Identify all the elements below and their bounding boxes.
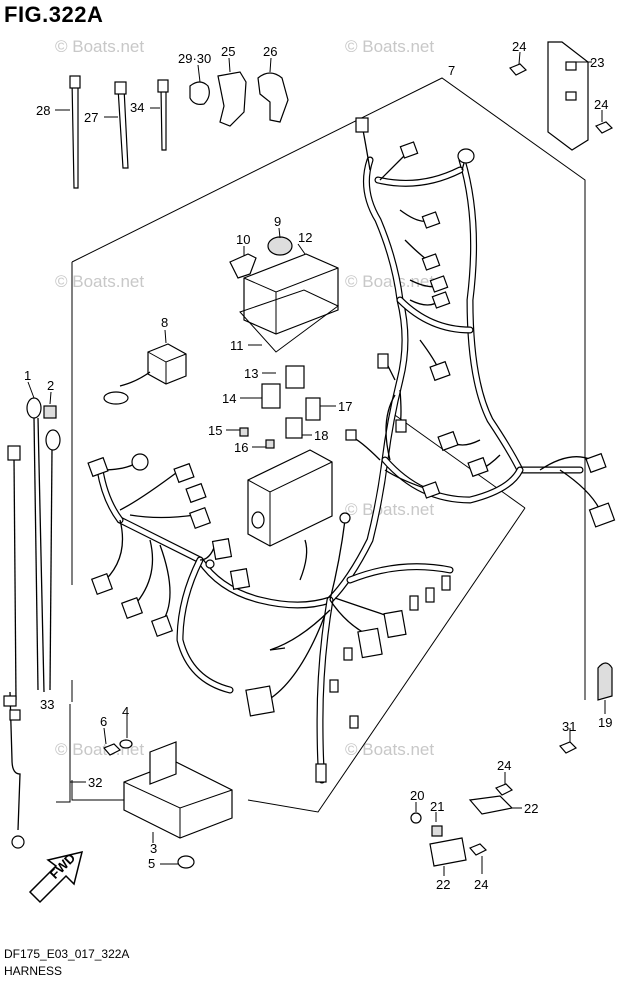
callout-25: 25 — [221, 44, 235, 59]
lower-right-parts — [410, 662, 613, 876]
callout-24b: 24 — [594, 97, 608, 112]
callout-20: 20 — [410, 788, 424, 803]
callout-24a: 24 — [512, 39, 526, 54]
cable-ties-and-clamps — [55, 57, 289, 189]
bracket-and-bolts — [508, 41, 614, 151]
callout-7: 7 — [448, 63, 455, 78]
callout-29-30: 29·30 — [178, 51, 211, 66]
battery-cables — [3, 381, 86, 849]
callout-16: 16 — [234, 440, 248, 455]
callout-32: 32 — [88, 775, 102, 790]
callout-14: 14 — [222, 391, 236, 406]
callout-17: 17 — [338, 399, 352, 414]
callout-22b: 22 — [436, 877, 450, 892]
assembly-box-outline — [71, 77, 586, 813]
callout-10: 10 — [236, 232, 250, 247]
diagram-code: DF175_E03_017_322A — [4, 947, 130, 961]
callout-4: 4 — [122, 704, 129, 719]
callout-11: 11 — [230, 338, 244, 353]
callout-27: 27 — [84, 110, 98, 125]
watermark: © Boats.net — [345, 740, 434, 759]
callout-23: 23 — [590, 55, 604, 70]
watermarks: © Boats.net © Boats.net © Boats.net © Bo… — [55, 37, 434, 759]
callout-31: 31 — [562, 719, 576, 734]
callout-18: 18 — [314, 428, 328, 443]
main-wire-harness — [96, 124, 601, 784]
callout-9: 9 — [274, 214, 281, 229]
watermark: © Boats.net — [55, 37, 144, 56]
forward-arrow-icon: FWD — [28, 850, 84, 904]
callout-6: 6 — [100, 714, 107, 729]
callout-12: 12 — [298, 230, 312, 245]
callout-19: 19 — [598, 715, 612, 730]
callout-24d: 24 — [474, 877, 488, 892]
diagram-title: HARNESS — [4, 964, 63, 978]
callout-33: 33 — [40, 697, 54, 712]
callout-28: 28 — [36, 103, 50, 118]
callout-34: 34 — [130, 100, 144, 115]
figure-title: FIG.322A — [4, 2, 104, 27]
bracket-3-assembly — [102, 716, 233, 869]
callout-numbers: 1 2 3 4 5 6 7 8 9 10 11 12 13 14 15 16 1… — [24, 39, 612, 892]
callout-13: 13 — [244, 366, 258, 381]
callout-3: 3 — [150, 841, 157, 856]
watermark: © Boats.net — [55, 272, 144, 291]
relay-8 — [103, 329, 187, 405]
lower-fuse-box — [247, 449, 333, 547]
harness-connectors — [87, 117, 616, 783]
watermark: © Boats.net — [345, 500, 434, 519]
callout-21: 21 — [430, 799, 444, 814]
callout-24c: 24 — [497, 758, 511, 773]
callout-8: 8 — [161, 315, 168, 330]
watermark: © Boats.net — [345, 37, 434, 56]
callout-5: 5 — [148, 856, 155, 871]
callout-26: 26 — [263, 44, 277, 59]
callout-15: 15 — [208, 423, 222, 438]
relays-and-fuses — [226, 365, 336, 449]
callout-22a: 22 — [524, 801, 538, 816]
callout-1: 1 — [24, 368, 31, 383]
fuse-relay-box — [229, 227, 339, 353]
callout-2: 2 — [47, 378, 54, 393]
watermark: © Boats.net — [345, 272, 434, 291]
